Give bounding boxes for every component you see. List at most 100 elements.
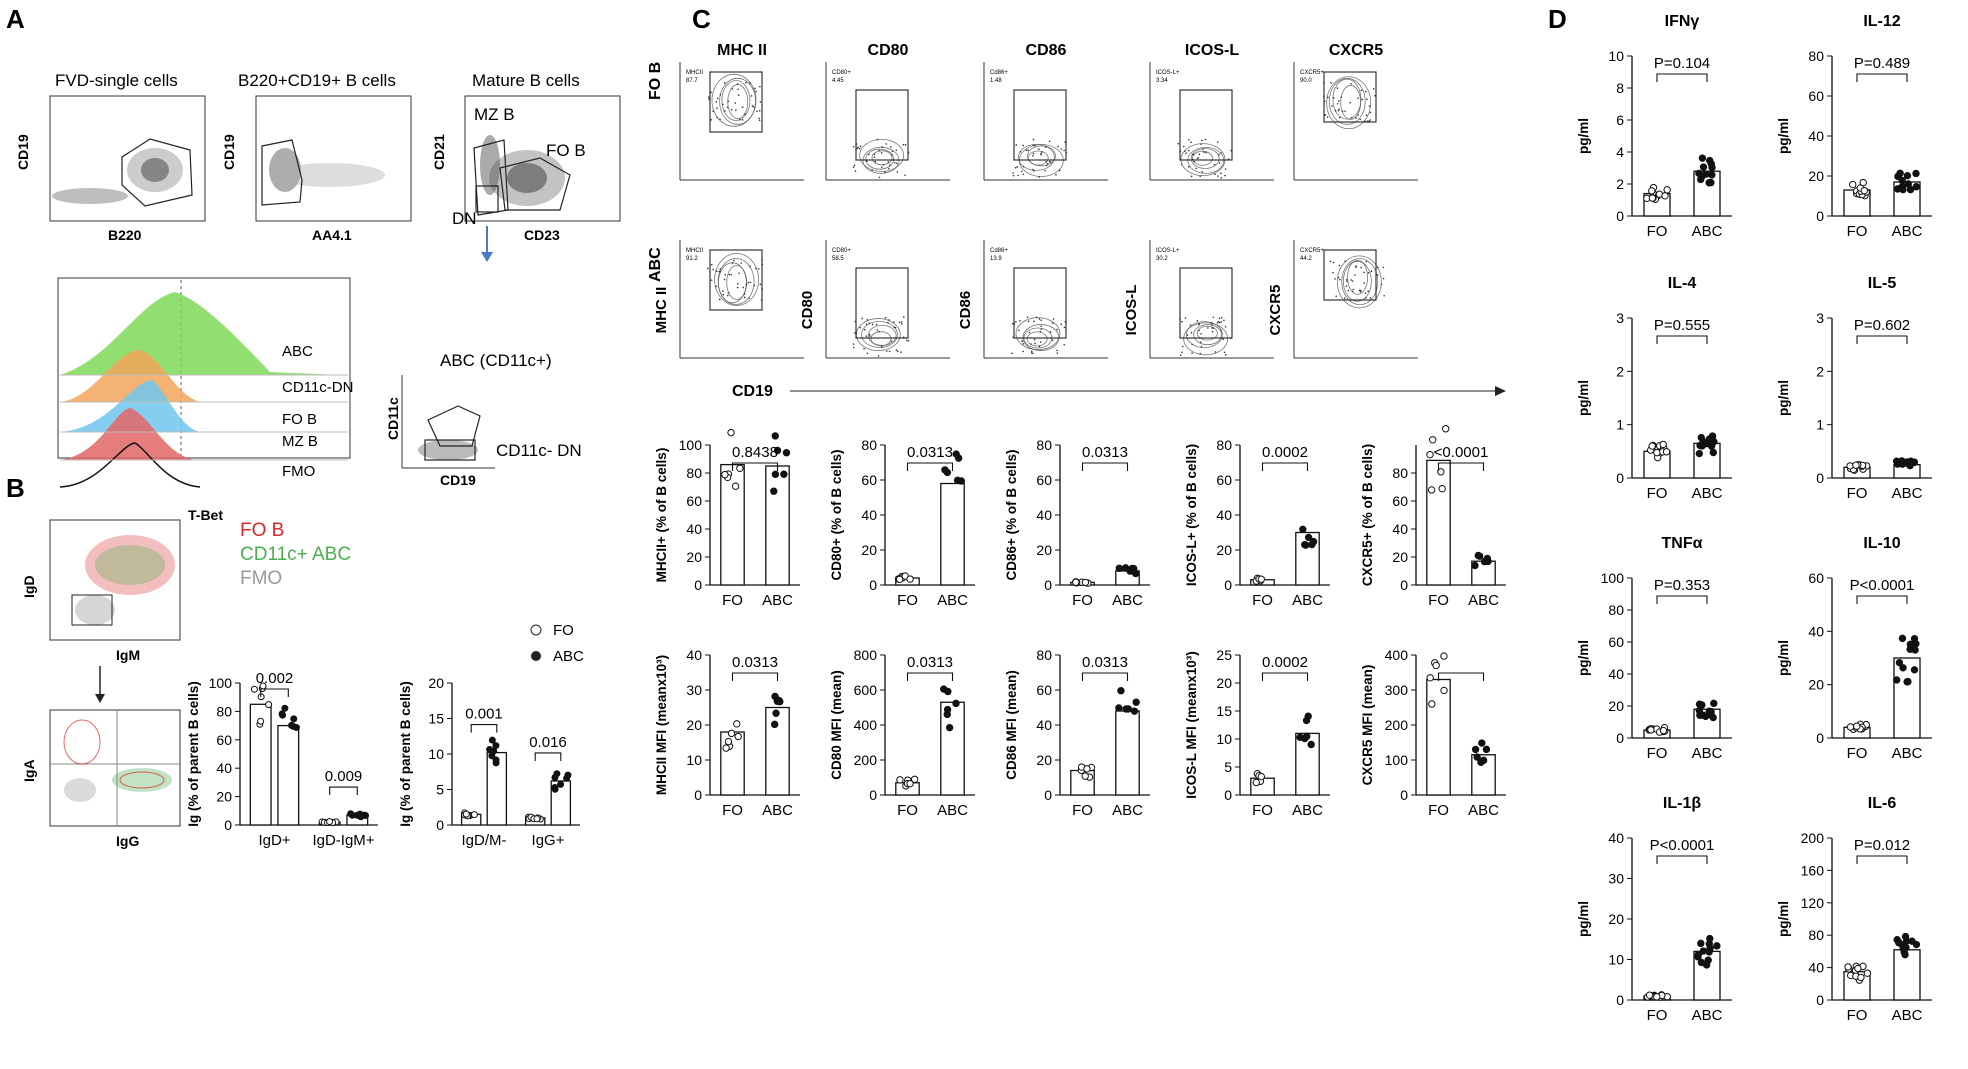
y-tick-label: 0	[1044, 787, 1052, 803]
gate-label: ICOS-L+	[1156, 248, 1180, 254]
flow-plot-1	[49, 95, 206, 222]
y-tick-label: 30	[686, 682, 702, 698]
chart-title: IL-5	[1868, 275, 1897, 292]
data-point	[1699, 163, 1708, 171]
contour	[871, 150, 893, 166]
y-tick-label: 80	[1036, 437, 1052, 453]
event-dot	[1210, 321, 1213, 324]
data-point	[1304, 533, 1313, 542]
event-dot	[752, 106, 755, 108]
data-point	[1252, 778, 1260, 787]
data-point	[1081, 578, 1090, 587]
y-tick-label: 2	[1616, 176, 1624, 192]
event-dot	[866, 352, 869, 355]
y-tick-label: 20	[216, 789, 232, 805]
y-tick-label: 60	[1036, 682, 1052, 698]
gate-label-mz: MZ B	[474, 105, 515, 124]
gate	[1179, 267, 1233, 339]
event-dot	[1198, 153, 1201, 156]
event-dot	[759, 283, 762, 286]
chart-title: IL-10	[1863, 535, 1900, 552]
hist-mz	[60, 408, 195, 460]
data-point	[1471, 561, 1479, 570]
gate	[1013, 267, 1067, 339]
data-point	[290, 715, 298, 723]
y-tick-label: 40	[686, 521, 702, 537]
event-dot	[1052, 318, 1055, 320]
event-dot	[1025, 149, 1028, 152]
data-point	[1432, 661, 1440, 670]
gate-label: Cd86+	[990, 248, 1008, 254]
gate-dn	[475, 185, 499, 213]
event-dot	[868, 322, 871, 324]
event-dot	[1204, 138, 1207, 141]
y-tick-label: 60	[1608, 634, 1624, 650]
y-tick-label: 80	[686, 465, 702, 481]
event-dot	[715, 270, 718, 272]
cd11c-abc-label: ABC (CD11c+)	[440, 351, 552, 370]
event-dot	[890, 340, 893, 342]
event-dot	[1044, 169, 1046, 172]
event-dot	[1345, 278, 1348, 281]
event-dot	[1207, 327, 1209, 329]
category-label: ABC	[937, 802, 968, 819]
event-dot	[900, 321, 903, 323]
panel-letter-d: D	[1548, 4, 1567, 34]
density-blob	[507, 163, 547, 193]
event-dot	[1048, 140, 1051, 143]
event-dot	[1360, 289, 1362, 292]
data-point	[1709, 448, 1718, 457]
event-dot	[1040, 328, 1043, 330]
data-point	[347, 810, 355, 818]
y-tick-label: 0	[1044, 577, 1052, 593]
event-dot	[1019, 150, 1022, 153]
data-point	[1653, 993, 1661, 1001]
category-label: ABC	[1892, 745, 1923, 762]
event-dot	[1033, 144, 1036, 147]
panel-letter-a: A	[6, 4, 25, 34]
gate-label-fo: FO B	[546, 141, 586, 160]
category-label: FO	[1428, 802, 1449, 819]
y-tick-label: 0	[1816, 208, 1824, 224]
event-dot	[863, 347, 865, 350]
data-point	[1857, 973, 1865, 982]
data-point	[782, 449, 791, 457]
event-dot	[1334, 278, 1336, 280]
event-dot	[852, 145, 855, 148]
data-point	[1896, 184, 1904, 192]
y-tick-label: 80	[1808, 927, 1824, 943]
event-dot	[1039, 341, 1042, 343]
data-point	[1115, 704, 1123, 712]
contour	[861, 321, 898, 348]
flow-title-mature: Mature B cells	[472, 71, 580, 90]
event-dot	[1040, 153, 1042, 156]
event-dot	[1220, 177, 1223, 179]
event-dot	[710, 263, 713, 266]
hist-x-label: T-Bet	[188, 507, 223, 523]
event-dot	[1198, 329, 1200, 332]
data-point	[1471, 745, 1480, 754]
flow-plot-iga	[49, 709, 181, 827]
event-dot	[718, 298, 721, 301]
event-dot	[1191, 343, 1193, 346]
p-value: 0.0313	[1082, 444, 1128, 461]
event-dot	[861, 317, 863, 320]
event-dot	[906, 339, 908, 342]
event-dot	[1380, 283, 1383, 286]
event-dot	[887, 321, 889, 324]
data-point	[1697, 939, 1705, 948]
data-point	[1846, 723, 1855, 731]
event-dot	[1220, 321, 1223, 323]
legend-abc-text: ABC	[553, 648, 584, 665]
y-tick-label: 20	[1608, 698, 1624, 714]
category-label: FO	[1647, 485, 1668, 502]
y-tick-label: 40	[1608, 830, 1624, 846]
data-point	[1844, 963, 1852, 971]
marker-title: ICOS-L	[1185, 42, 1239, 59]
data-point	[1859, 178, 1867, 187]
event-dot	[1367, 272, 1370, 274]
y-tick-label: 60	[1808, 570, 1824, 586]
data-point	[1694, 950, 1702, 959]
gate-label: 30.2	[1156, 256, 1168, 262]
arrow-head-icon	[95, 694, 105, 703]
